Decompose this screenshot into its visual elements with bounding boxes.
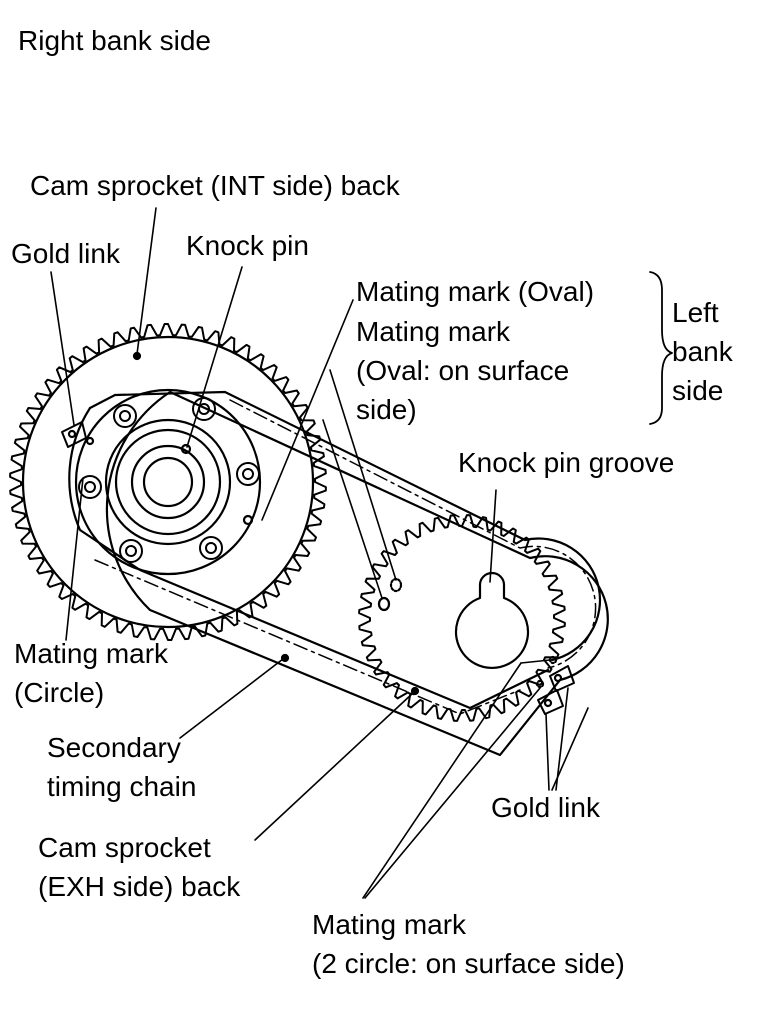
label-mating-mark-2circle: Mating mark (2 circle: on surface side) bbox=[312, 909, 625, 979]
label-left-bank-side: Left bank side bbox=[672, 297, 733, 406]
label-knock-pin: Knock pin bbox=[186, 230, 309, 261]
label-cam-sprocket-int: Cam sprocket (INT side) back bbox=[30, 170, 400, 201]
exh-sprocket-body bbox=[366, 522, 558, 714]
int-hub-inner bbox=[130, 444, 206, 520]
label-right-bank-side: Right bank side bbox=[18, 25, 212, 56]
chain-centerline-lower bbox=[94, 559, 521, 715]
knock-pin-groove bbox=[454, 571, 530, 669]
left-bank-brace bbox=[649, 271, 673, 425]
gold-link-left-icon bbox=[61, 421, 87, 448]
leader-lines bbox=[50, 207, 589, 899]
gold-link-right-icon-2 bbox=[537, 689, 564, 715]
label-gold-link-left: Gold link bbox=[11, 238, 120, 269]
label-mating-mark-circle: Mating mark (Circle) bbox=[14, 638, 169, 708]
mating-mark-two-circle bbox=[535, 679, 545, 689]
knock-pin bbox=[180, 443, 192, 455]
int-hub-ring bbox=[114, 428, 222, 536]
timing-chain-outer bbox=[105, 390, 609, 757]
timing-chain-inner-lower bbox=[68, 406, 550, 710]
mating-mark-oval bbox=[377, 596, 391, 612]
timing-chain-inner bbox=[88, 390, 602, 662]
exh-sprocket-teeth bbox=[358, 514, 566, 722]
chain-centerline-upper bbox=[229, 399, 597, 669]
int-sprocket-ring bbox=[21, 335, 315, 629]
mating-mark-circle bbox=[242, 514, 254, 526]
label-knock-pin-groove: Knock pin groove bbox=[458, 447, 675, 478]
int-bolt-holes bbox=[78, 397, 260, 563]
int-hub-mid bbox=[104, 418, 232, 546]
label-secondary-timing-chain: Secondary timing chain bbox=[47, 732, 197, 802]
label-mating-mark-oval: Mating mark (Oval) bbox=[356, 276, 595, 307]
gold-link-right-icon-1 bbox=[549, 665, 575, 692]
label-cam-sprocket-exh: Cam sprocket (EXH side) back bbox=[38, 832, 241, 902]
label-gold-link-right: Gold link bbox=[491, 792, 600, 823]
label-mating-mark-oval-surface: Mating mark (Oval: on surface side) bbox=[356, 316, 570, 425]
int-hub-bore bbox=[142, 456, 194, 508]
int-hub-outer bbox=[74, 388, 262, 576]
